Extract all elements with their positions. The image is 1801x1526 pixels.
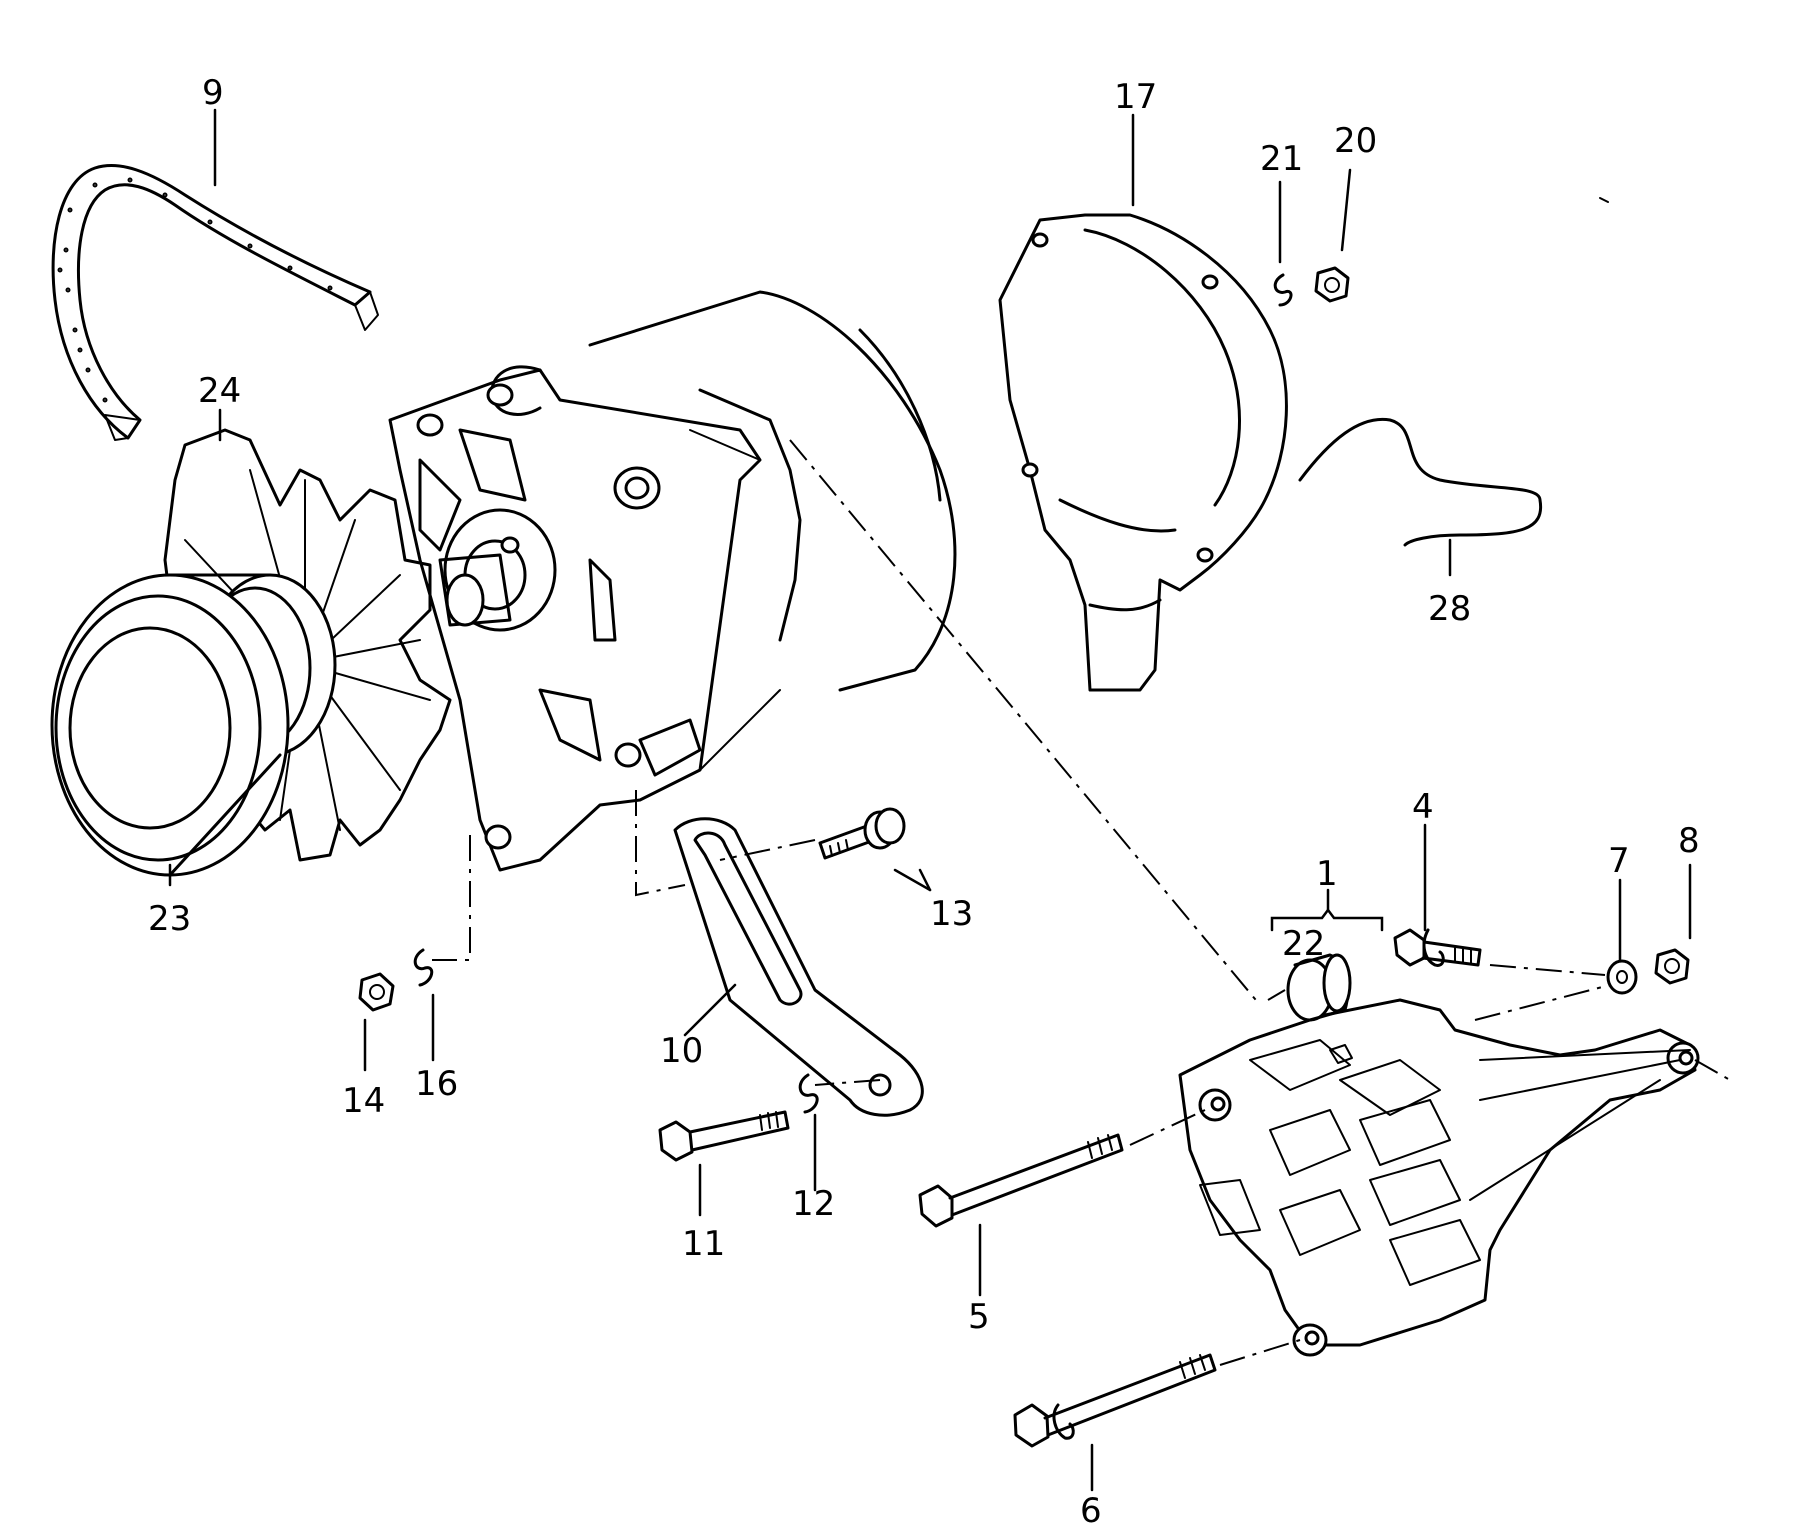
pulley-icon xyxy=(50,573,337,877)
callout-9: 9 xyxy=(202,73,224,113)
bushing-icon xyxy=(1286,953,1352,1022)
callout-24: 24 xyxy=(198,371,241,411)
cover-cap-icon xyxy=(998,213,1288,692)
callout-16: 16 xyxy=(415,1064,458,1104)
spring-washer-icon xyxy=(413,948,434,987)
mounting-bracket-icon xyxy=(1178,998,1700,1357)
callout-13: 13 xyxy=(930,894,973,934)
callout-12: 12 xyxy=(792,1184,835,1224)
tension-strap-icon xyxy=(673,817,924,1117)
callout-14: 14 xyxy=(342,1081,385,1121)
nut-icon xyxy=(358,972,395,1012)
callout-1: 1 xyxy=(1316,854,1338,894)
alternator-icon xyxy=(388,290,957,872)
callout-10: 10 xyxy=(660,1031,703,1071)
nut-icon xyxy=(1654,948,1690,985)
callout-11: 11 xyxy=(682,1224,725,1264)
callout-17: 17 xyxy=(1114,77,1157,117)
callout-8: 8 xyxy=(1678,821,1700,861)
ground-wire-icon xyxy=(1298,417,1543,547)
callout-5: 5 xyxy=(968,1297,990,1337)
bolt-icon xyxy=(818,807,906,860)
callout-20: 20 xyxy=(1334,121,1377,161)
callout-6: 6 xyxy=(1080,1491,1102,1526)
callout-28: 28 xyxy=(1428,589,1471,629)
bolt-icon xyxy=(1393,928,1482,967)
washer-icon xyxy=(1606,959,1638,995)
bolt-icon xyxy=(658,1110,790,1162)
nut-icon xyxy=(1314,266,1350,303)
callout-4: 4 xyxy=(1412,787,1434,827)
callout-22: 22 xyxy=(1282,924,1325,964)
bolt-icon xyxy=(918,1133,1124,1228)
v-belt-icon xyxy=(51,164,379,441)
bolt-icon xyxy=(1013,1353,1217,1448)
spring-washer-icon xyxy=(798,1073,819,1114)
callout-7: 7 xyxy=(1608,841,1630,881)
spring-washer-icon xyxy=(1273,273,1293,307)
callout-23: 23 xyxy=(148,899,191,939)
callout-21: 21 xyxy=(1260,139,1303,179)
